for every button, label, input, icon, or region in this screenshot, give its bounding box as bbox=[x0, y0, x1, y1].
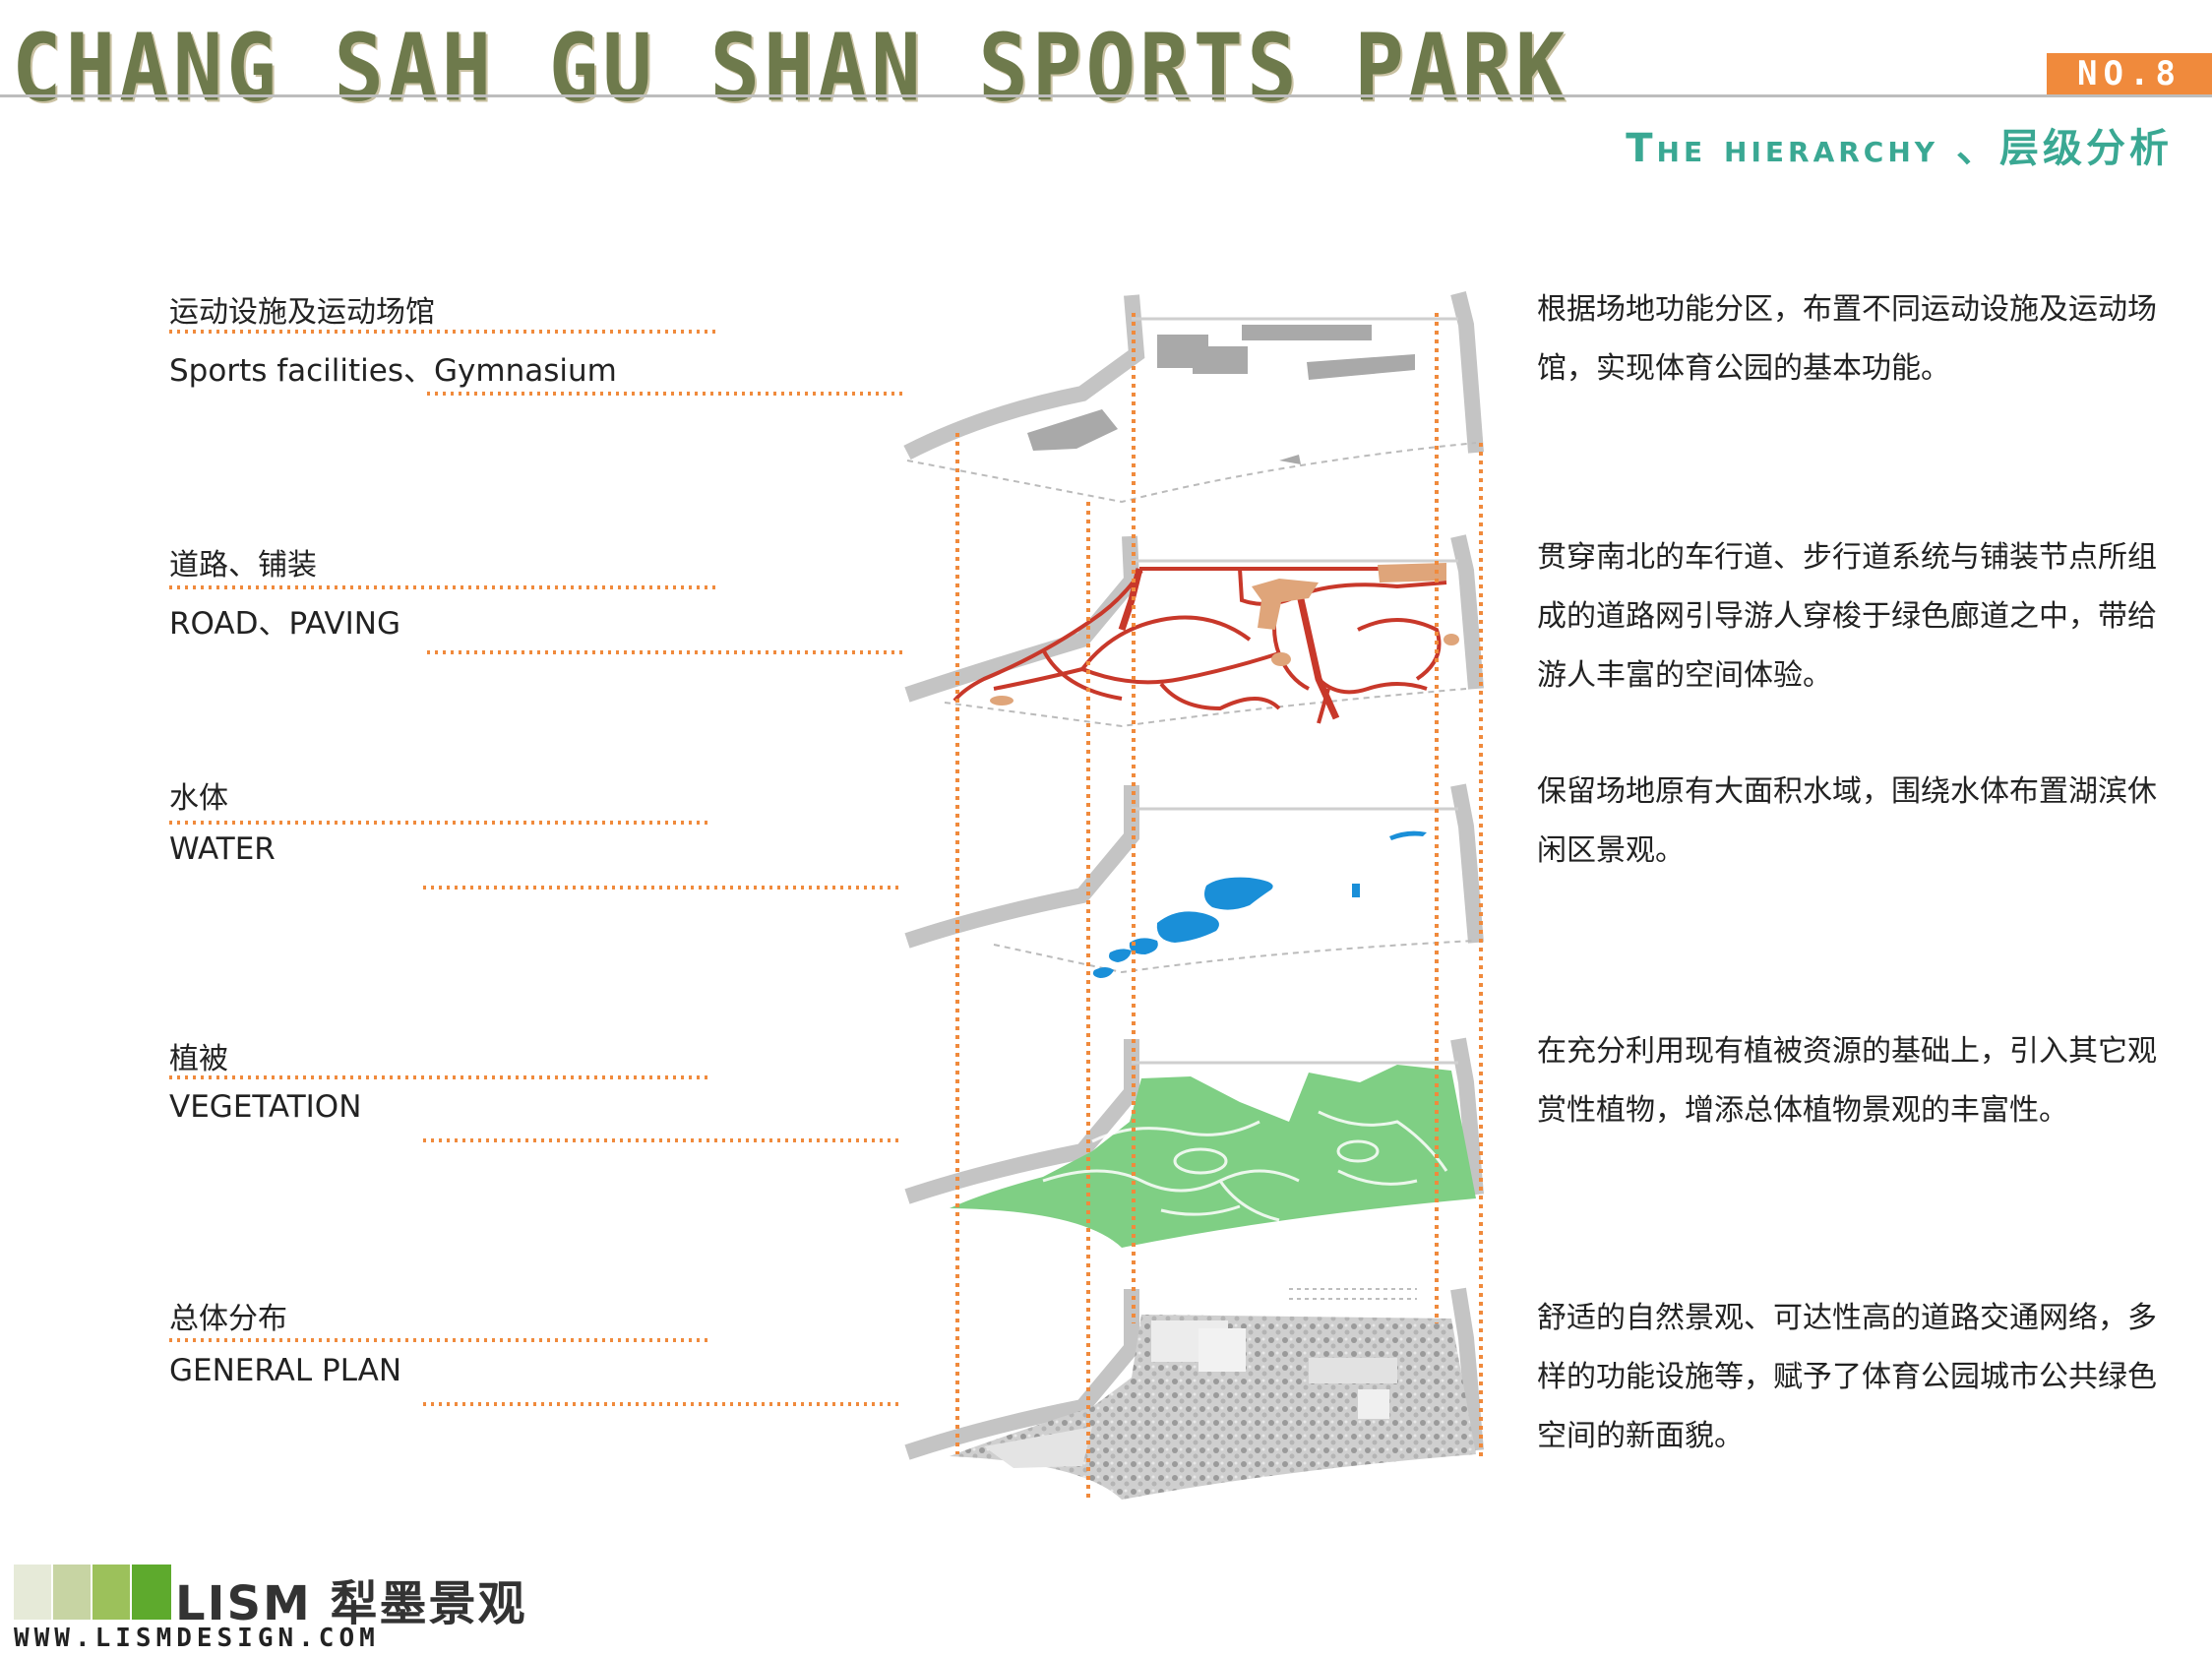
page-number-badge: NO.8 bbox=[2047, 53, 2212, 94]
layer-4-description: 在充分利用现有植被资源的基础上，引入其它观赏性植物，增添总体植物景观的丰富性。 bbox=[1537, 1034, 2157, 1128]
layer-3-cn-label: 水体 bbox=[169, 781, 228, 816]
website-url[interactable]: WWW.LISMDESIGN.COM bbox=[14, 1624, 380, 1653]
water-bodies bbox=[1092, 830, 1427, 978]
layer-3-description: 保留场地原有大面积水域，围绕水体布置湖滨休闲区景观。 bbox=[1537, 774, 2157, 868]
alignment-lines bbox=[955, 313, 1483, 1501]
paving-nodes bbox=[990, 563, 1459, 706]
plan-building bbox=[984, 1427, 1092, 1468]
vegetation-area bbox=[950, 1065, 1476, 1248]
layer-vegetation bbox=[904, 1037, 1484, 1248]
layer-road-paving bbox=[904, 534, 1484, 728]
plan-building bbox=[1309, 1358, 1397, 1383]
plan-building bbox=[1358, 1389, 1389, 1419]
gym-building bbox=[1242, 325, 1372, 340]
layer-1-en-label: Sports facilities、Gymnasium bbox=[169, 353, 617, 389]
plan-building bbox=[1198, 1328, 1246, 1372]
logo-text: LISM 犁墨景观 bbox=[175, 1576, 527, 1631]
layer-3-en-label: WATER bbox=[169, 831, 276, 867]
layer-1-cn-label: 运动设施及运动场馆 bbox=[169, 295, 435, 330]
layer-general-plan bbox=[904, 1287, 1484, 1500]
layer-4-en-label: VEGETATION bbox=[169, 1089, 362, 1125]
layer-sports-facilities bbox=[903, 291, 1484, 504]
main-title: CHANG SAH GU SHAN SPORTS PARK bbox=[12, 14, 1569, 122]
logo-mark bbox=[14, 1565, 171, 1620]
layer-5-description: 舒适的自然景观、可达性高的道路交通网络，多样的功能设施等，赋予了体育公园城市公共… bbox=[1537, 1301, 2157, 1453]
title-divider bbox=[0, 94, 2212, 97]
leader-lines bbox=[169, 330, 907, 1406]
layer-water bbox=[904, 783, 1484, 978]
layer-2-cn-label: 道路、铺装 bbox=[169, 548, 317, 583]
layer-2-en-label: ROAD、PAVING bbox=[169, 606, 400, 642]
road-network bbox=[952, 567, 1447, 724]
layer-4-cn-label: 植被 bbox=[169, 1042, 228, 1076]
layer-1-description: 根据场地功能分区，布置不同运动设施及运动场馆，实现体育公园的基本功能。 bbox=[1537, 292, 2157, 386]
layer-2-description: 贯穿南北的车行道、步行道系统与铺装节点所组成的道路网引导游人穿梭于绿色廊道之中，… bbox=[1537, 540, 2157, 693]
layer-5-cn-label: 总体分布 bbox=[169, 1302, 287, 1336]
gym-building bbox=[1279, 455, 1301, 464]
gym-building bbox=[1193, 346, 1248, 374]
gym-building bbox=[1027, 409, 1118, 451]
layer-5-en-label: GENERAL PLAN bbox=[169, 1353, 402, 1388]
section-title: The hierarchy 、层级分析 bbox=[1626, 126, 2173, 171]
gym-building bbox=[1307, 354, 1415, 380]
